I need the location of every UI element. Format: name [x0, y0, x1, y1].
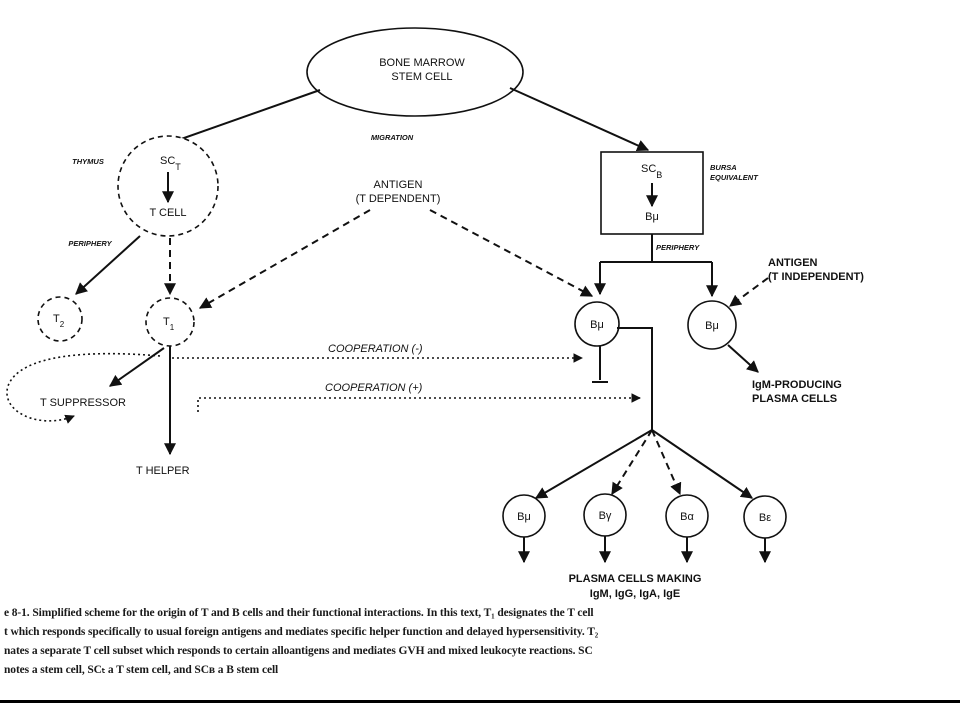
- figure-caption: e 8-1. Simplified scheme for the origin …: [4, 604, 952, 680]
- sct-label: SCT: [160, 155, 181, 172]
- bursa-label-line2: EQUIVALENT: [710, 173, 759, 182]
- t-cell-label: T CELL: [149, 207, 186, 219]
- arrow-antigen-to-t1: [198, 209, 371, 309]
- t-helper-label: T HELPER: [136, 465, 190, 477]
- antigen-t-independent-line2: (T INDEPENDENT): [768, 271, 864, 283]
- branch-to-bmu-out: [534, 429, 653, 499]
- bone-marrow-label-line2: STEM CELL: [391, 71, 452, 83]
- caption-line: notes a stem cell, SCₜ a T stem cell, an…: [4, 664, 279, 676]
- arrow-marrow-to-bursa: [509, 87, 650, 152]
- antigen-t-dependent-line2: (T DEPENDENT): [356, 193, 441, 205]
- bottom-rule: [0, 700, 960, 703]
- bgamma-label: Bγ: [599, 510, 612, 522]
- bmu-right-label: Bμ: [705, 320, 719, 332]
- caption-line: e 8-1. Simplified scheme for the origin …: [4, 607, 594, 619]
- t1-to-suppressor: [109, 347, 165, 387]
- caption-line: t which responds specifically to usual f…: [4, 626, 599, 638]
- arrow-antigen-to-bmu: [429, 209, 594, 297]
- plasma-cells-making-line2: IgM, IgG, IgA, IgE: [590, 588, 680, 600]
- bmu-left-node: [574, 301, 620, 347]
- plasma-cells-making-line1: PLASMA CELLS MAKING: [569, 573, 702, 585]
- cooperation-plus-line: [197, 393, 641, 412]
- arrow-thymus-to-t2: [75, 235, 141, 295]
- branch-to-bgamma: [611, 429, 653, 496]
- arrow-antigen-independent: [729, 277, 769, 307]
- bursa-bmu-label: Bμ: [645, 211, 659, 223]
- antigen-t-dependent-line1: ANTIGEN: [374, 179, 423, 191]
- migration-label: MIGRATION: [371, 133, 414, 142]
- branch-to-bepsilon: [651, 429, 753, 499]
- igm-plasma-line2: PLASMA CELLS: [752, 393, 837, 405]
- t1-label: T1: [163, 316, 175, 332]
- scb-label: SCB: [641, 163, 662, 180]
- caption-line: nates a separate T cell subset which res…: [4, 645, 593, 657]
- bursa-label-line1: BURSA: [710, 163, 737, 172]
- igm-plasma-line1: IgM-PRODUCING: [752, 379, 842, 391]
- antigen-t-independent-line1: ANTIGEN: [768, 257, 818, 269]
- bmu-to-plasma-trunk: [617, 327, 653, 430]
- t1-node: [145, 297, 195, 347]
- bmu-out-label: Bμ: [517, 511, 531, 523]
- bmu-right-node: [687, 300, 737, 350]
- bepsilon-label: Bε: [759, 512, 771, 524]
- cooperation-minus-label: COOPERATION (-): [328, 343, 423, 355]
- t2-node: [37, 296, 83, 342]
- cooperation-plus-label: COOPERATION (+): [325, 382, 423, 394]
- balpha-label: Bα: [680, 511, 694, 523]
- thymus-label: THYMUS: [72, 157, 104, 166]
- bone-marrow-node: [306, 27, 524, 117]
- t2-label: T2: [53, 313, 65, 329]
- t-suppressor-label: T SUPPRESSOR: [40, 397, 126, 409]
- bone-marrow-label-line1: BONE MARROW: [379, 57, 465, 69]
- bmu-left-label: Bμ: [590, 319, 604, 331]
- periphery-left-label: PERIPHERY: [68, 239, 112, 248]
- suppressor-feedback-loop: [6, 352, 161, 424]
- arrow-to-igm-plasma: [727, 344, 759, 373]
- periphery-right-label: PERIPHERY: [656, 243, 700, 252]
